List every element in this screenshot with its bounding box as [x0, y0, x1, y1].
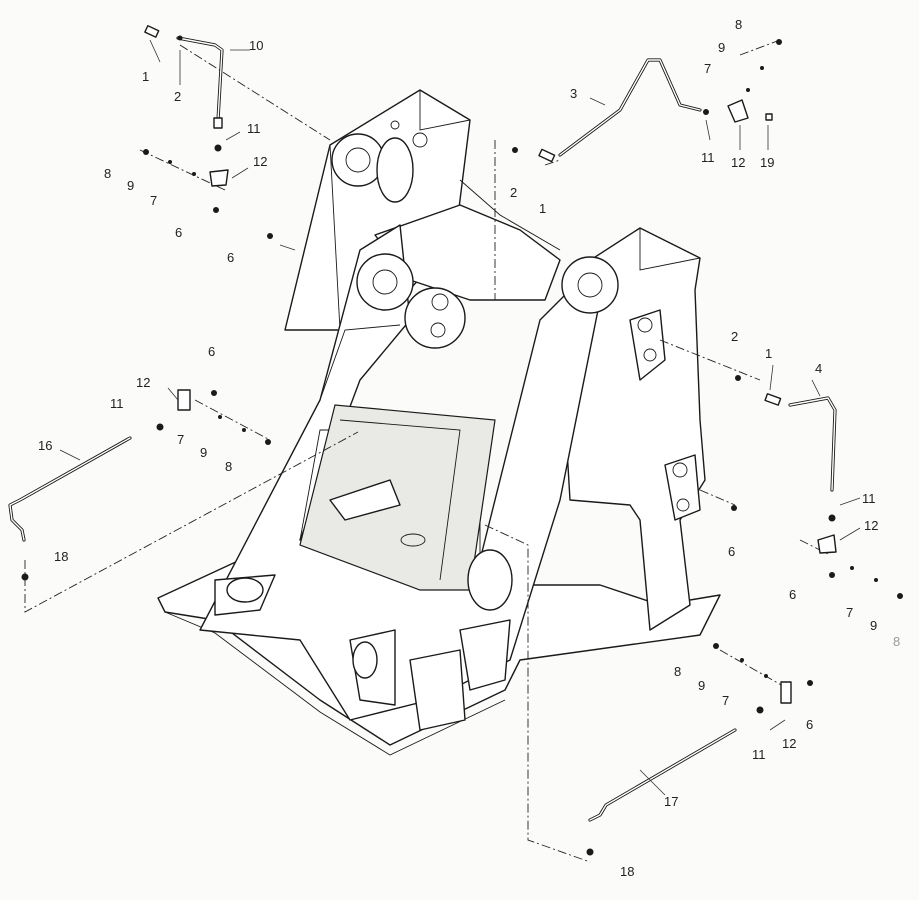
- callout-6: 6: [789, 587, 796, 602]
- callout-8: 8: [225, 459, 232, 474]
- callout-4: 4: [815, 361, 822, 376]
- callout-11: 11: [752, 747, 766, 762]
- tube-17: [588, 728, 737, 822]
- callout-9: 9: [718, 40, 725, 55]
- callout-11: 11: [110, 396, 124, 411]
- callout-10: 10: [249, 38, 263, 53]
- callout-6: 6: [728, 544, 735, 559]
- callout-12: 12: [731, 155, 745, 170]
- callout-6: 6: [227, 250, 234, 265]
- callout-7: 7: [177, 432, 184, 447]
- callout-9: 9: [200, 445, 207, 460]
- callout-6: 6: [208, 344, 215, 359]
- callout-12: 12: [864, 518, 878, 533]
- hardware: [21, 35, 903, 856]
- callout-2: 2: [510, 185, 517, 200]
- callout-11: 11: [247, 121, 261, 136]
- tube-10: [144, 25, 224, 129]
- callout-9: 9: [698, 678, 705, 693]
- callout-8: 8: [104, 166, 111, 181]
- callout-12: 12: [136, 375, 150, 390]
- callout-7: 7: [150, 193, 157, 208]
- callout-11: 11: [862, 491, 876, 506]
- callout-8: 8: [893, 634, 900, 649]
- leader-lines: [59, 39, 861, 796]
- callout-1: 1: [142, 69, 149, 84]
- callout-18: 18: [54, 549, 68, 564]
- callout-1: 1: [539, 201, 546, 216]
- callout-3: 3: [570, 86, 577, 101]
- callout-2: 2: [174, 89, 181, 104]
- tube-16: [8, 436, 132, 542]
- callout-12: 12: [782, 736, 796, 751]
- callout-labels: 1 2 10 11 12 8 9 7 6 6 3 2 1 8 9 7 11 12…: [38, 17, 900, 879]
- callout-7: 7: [704, 61, 711, 76]
- callout-9: 9: [870, 618, 877, 633]
- callout-8: 8: [735, 17, 742, 32]
- loader-frame: [157, 89, 721, 756]
- callout-17: 17: [664, 794, 678, 809]
- callout-6: 6: [806, 717, 813, 732]
- callout-19: 19: [760, 155, 774, 170]
- callout-12: 12: [253, 154, 267, 169]
- callout-1: 1: [765, 346, 772, 361]
- callout-9: 9: [127, 178, 134, 193]
- callout-7: 7: [846, 605, 853, 620]
- tube-3: [538, 58, 702, 163]
- callout-6: 6: [175, 225, 182, 240]
- callout-2: 2: [731, 329, 738, 344]
- tube-4: [764, 393, 837, 492]
- callout-11: 11: [701, 150, 715, 165]
- callout-18: 18: [620, 864, 634, 879]
- callout-7: 7: [722, 693, 729, 708]
- callout-16: 16: [38, 438, 52, 453]
- callout-8: 8: [674, 664, 681, 679]
